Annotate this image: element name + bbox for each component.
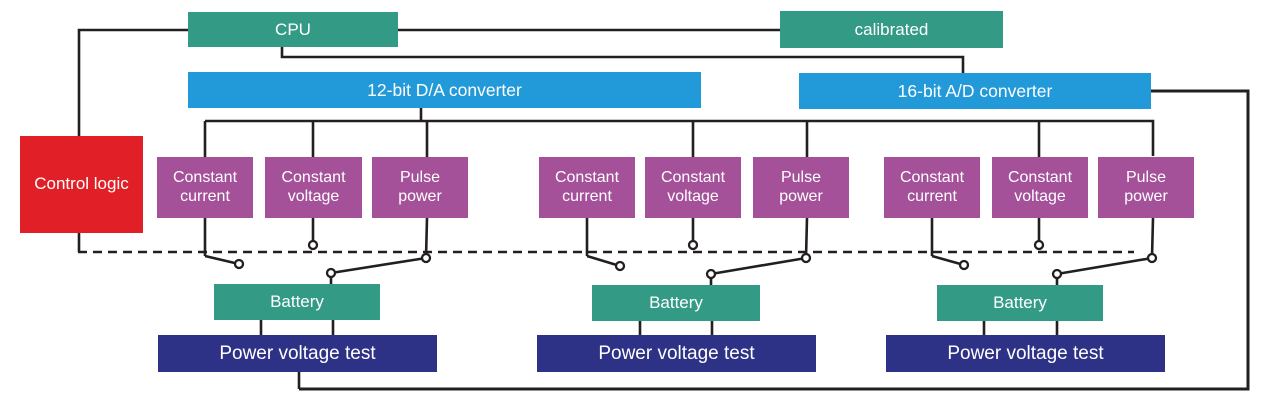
switch-blade xyxy=(710,256,807,276)
switch-contact-icon xyxy=(687,239,699,251)
dac-box: 12-bit D/A converter xyxy=(188,72,701,108)
switch-contact-icon xyxy=(307,239,319,251)
pulse-power-box: Pulse power xyxy=(1098,157,1194,218)
switch-blade xyxy=(204,254,240,266)
adc-box: 16-bit A/D converter xyxy=(799,73,1151,109)
switch-contact-icon xyxy=(614,260,626,272)
cpu-to-adc-connector xyxy=(280,47,965,73)
switch-contact-icon xyxy=(1146,252,1158,264)
switch-contact-icon xyxy=(800,252,812,264)
feedback-line xyxy=(299,89,1250,391)
pulse-power-box: Pulse power xyxy=(753,157,849,218)
battery-box: Battery xyxy=(214,284,380,320)
constant-current-box: Constant current xyxy=(157,157,253,218)
power-voltage-test-box: Power voltage test xyxy=(158,335,437,372)
constant-voltage-box: Constant voltage xyxy=(265,157,362,218)
switch-contact-icon xyxy=(233,258,245,270)
constant-current-box: Constant current xyxy=(884,157,980,218)
bus-line xyxy=(205,119,1155,156)
switch-blade xyxy=(330,256,427,275)
constant-current-box: Constant current xyxy=(539,157,635,218)
switch-blade xyxy=(586,254,621,268)
switch-stub xyxy=(804,217,809,259)
calibrated-box: calibrated xyxy=(780,11,1003,48)
battery-box: Battery xyxy=(592,285,760,321)
power-voltage-test-box: Power voltage test xyxy=(537,335,816,372)
pulse-power-box: Pulse power xyxy=(372,157,468,218)
switch-blade xyxy=(1056,256,1153,276)
switch-contact-icon xyxy=(325,267,337,279)
switch-stub xyxy=(1150,217,1155,259)
switch-stub xyxy=(424,217,429,259)
switch-contact-icon xyxy=(1051,268,1063,280)
battery-box: Battery xyxy=(937,285,1103,321)
control-logic-box: Control logic xyxy=(20,136,143,233)
power-voltage-test-box: Power voltage test xyxy=(886,335,1165,372)
switch-contact-icon xyxy=(705,268,717,280)
switch-contact-icon xyxy=(420,252,432,264)
switch-contact-icon xyxy=(1033,239,1045,251)
switch-contact-icon xyxy=(958,259,970,271)
switch-blade xyxy=(931,254,965,267)
constant-voltage-box: Constant voltage xyxy=(645,157,741,218)
constant-voltage-box: Constant voltage xyxy=(992,157,1088,218)
cpu-to-control-logic-connector xyxy=(77,28,188,136)
cpu-box: CPU xyxy=(188,12,398,47)
